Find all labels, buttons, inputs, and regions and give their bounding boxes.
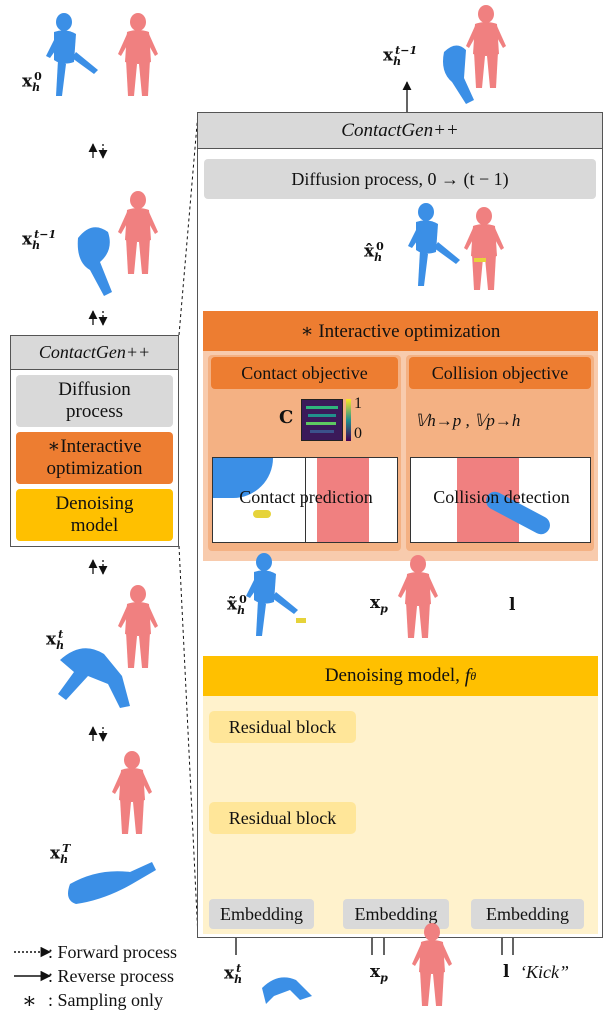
top-output-human (443, 5, 506, 104)
left-human-xt1 (77, 191, 158, 296)
residual-block-top: Residual block (209, 711, 356, 743)
embedding-block-3: Embedding (471, 899, 584, 929)
zoom-lines (178, 112, 199, 938)
legend-sampling-label: : Sampling only (48, 990, 164, 1010)
contact-heatmap (301, 399, 343, 441)
left-human-xt (58, 585, 158, 708)
colorbar-max: 1 (354, 395, 362, 412)
label-xp-mid: xp (370, 593, 388, 616)
legend-forward-label: : Forward process (48, 942, 177, 962)
label-input-xh: xht (224, 962, 243, 987)
contact-prediction-image: Contact prediction (212, 457, 398, 543)
label-l-mid: l (509, 595, 516, 615)
left-diffusion-block: Diffusion process (16, 375, 173, 427)
label-kick: ‘Kick” (520, 962, 569, 982)
contact-map-label: C (279, 407, 294, 428)
embedding-block-2: Embedding (343, 899, 449, 929)
left-human-x0 (46, 13, 158, 96)
interactive-header: ∗ Interactive optimization (203, 311, 598, 351)
collision-objective-block: Collision objective (409, 357, 591, 389)
contact-prediction-label: Contact prediction (239, 486, 373, 507)
collision-detection-label: Collision detection (433, 486, 570, 507)
collision-sets-label: 𝕍h→p , 𝕍p→h (415, 411, 521, 430)
left-compact-title: ContactGen++ (11, 336, 178, 370)
main-title: ContactGen++ (198, 113, 602, 149)
interactive-section: ∗ Interactive optimization Contact objec… (203, 311, 598, 561)
left-human-xT (68, 751, 156, 904)
label-hat-x0: x̂h0 (364, 240, 384, 265)
main-diffusion-block: Diffusion process, 0 → (t − 1) (204, 159, 596, 199)
label-xt: xht (46, 628, 65, 653)
label-output: xht−1 (383, 44, 418, 69)
label-tilde-x0: x̃h0 (227, 593, 247, 618)
main-box: ContactGen++ Diffusion process, 0 → (t −… (197, 112, 603, 938)
legend: : Forward process : Reverse process ∗ : … (12, 940, 212, 1013)
legend-sampling-icon: ∗ (22, 988, 37, 1013)
left-arrows (88, 143, 108, 742)
residual-block-bottom: Residual block (209, 802, 356, 834)
embedding-block-1: Embedding (209, 899, 314, 929)
colorbar (346, 399, 351, 441)
left-denoising-block: Denoising model (16, 489, 173, 541)
colorbar-min: 0 (354, 425, 362, 442)
collision-detection-image: Collision detection (410, 457, 591, 543)
label-input-xp: xp (370, 962, 388, 985)
left-interactive-block: ∗Interactive optimization (16, 432, 173, 484)
contact-objective-block: Contact objective (211, 357, 398, 389)
label-input-l: l (503, 962, 510, 982)
left-compact-box: ContactGen++ Diffusion process ∗Interact… (10, 335, 179, 547)
label-xt1: xht−1 (22, 228, 57, 253)
label-x0: xh0 (22, 70, 42, 95)
legend-reverse-label: : Reverse process (48, 966, 174, 986)
label-xT: xhT (50, 842, 71, 867)
